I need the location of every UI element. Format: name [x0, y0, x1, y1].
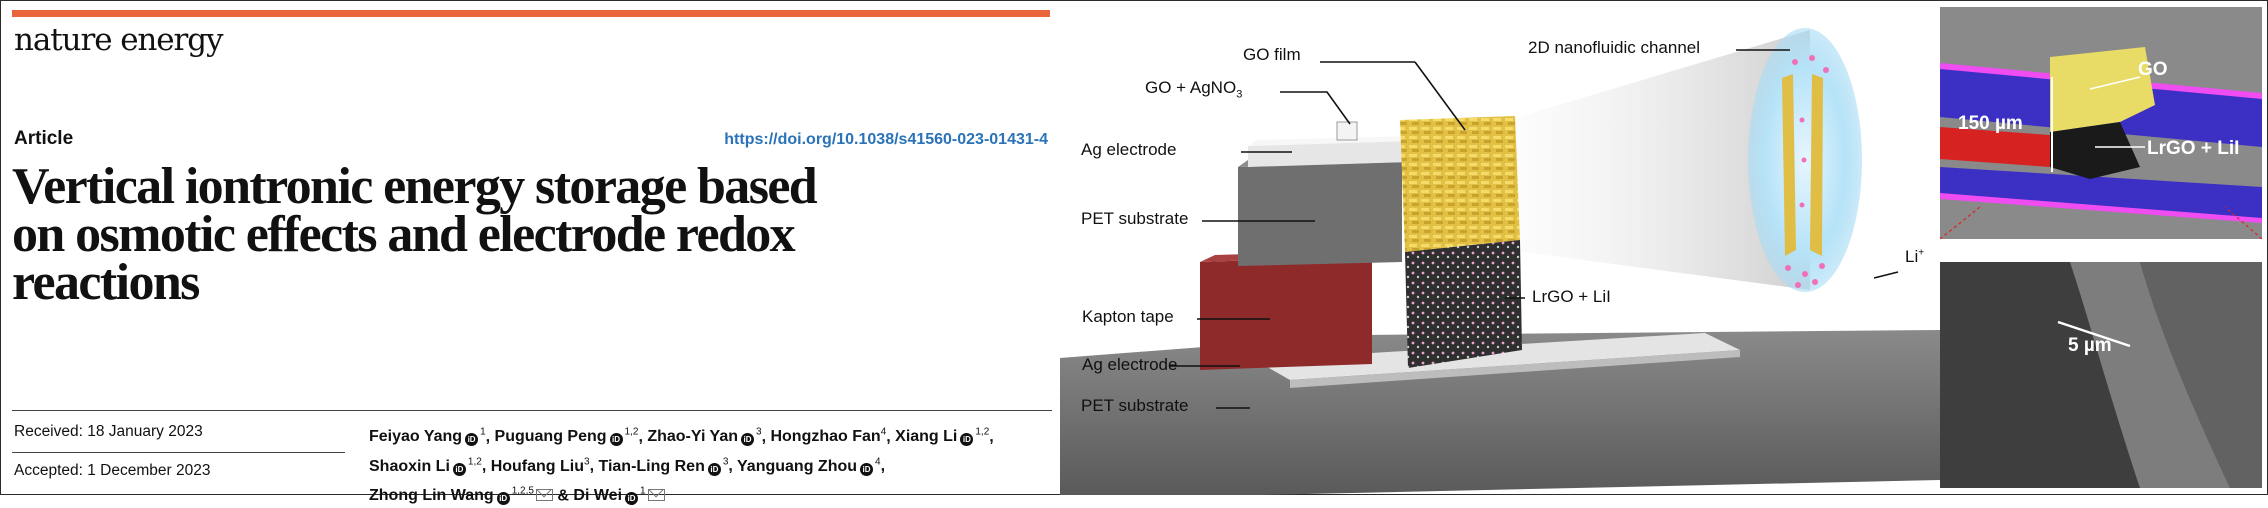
ag-electrode-top-plate: [1248, 141, 1412, 167]
sem-zoom-image: 5 µm: [1940, 262, 2262, 488]
journal-accent-bar: [12, 10, 1050, 17]
title-line: on osmotic effects and electrode redox: [12, 206, 796, 263]
label-kapton-tape: Kapton tape: [1082, 307, 1174, 326]
label-li-ion: Li+: [1905, 247, 1925, 266]
go-cross-section: [2050, 47, 2155, 132]
scale-bar: [2057, 320, 2131, 348]
go-agno3-droplet: [1336, 121, 1358, 141]
red-layer: [1940, 127, 2050, 167]
label-pet-substrate-top: PET substrate: [1081, 209, 1189, 228]
label-ag-electrode-bottom: Ag electrode: [1082, 355, 1178, 374]
author-name: Zhong Lin Wang: [369, 486, 494, 504]
ag-electrode-bottom-edge: [1290, 350, 1740, 388]
orcid-icon[interactable]: iD: [860, 462, 874, 476]
lrgo-lii-layer: [1405, 240, 1522, 368]
affiliation-number: 1,2: [975, 427, 990, 438]
sem-bottom-drawing: [1940, 262, 2262, 488]
affiliation-number: 1,2: [467, 456, 482, 468]
affiliation-number: 3: [722, 456, 729, 468]
author-name: Shaoxin Li: [369, 457, 450, 475]
sem-top-drawing: [1940, 7, 2262, 239]
author-name: Tian-Ling Ren: [598, 457, 705, 475]
orcid-icon[interactable]: iD: [496, 491, 510, 505]
orcid-icon[interactable]: iD: [452, 462, 466, 476]
label-go-agno3: GO + AgNO3: [1145, 78, 1243, 101]
orcid-icon[interactable]: iD: [960, 433, 974, 447]
divider: [12, 410, 1052, 411]
affiliation-number: 1: [480, 427, 486, 438]
device-schematic: GO film GO + AgNO3 Ag electrode PET subs…: [1060, 0, 1940, 495]
accepted-date: Accepted: 1 December 2023: [14, 462, 211, 479]
sem-label-lrgo: LrGO + LiI: [2147, 138, 2240, 159]
author-name: Puguang Peng: [494, 428, 607, 446]
author-name: Hongzhao Fan: [770, 428, 881, 446]
leader-lines: [1170, 49, 1899, 409]
kapton-tape-block: [1200, 256, 1372, 370]
author-name: Houfang Liu: [490, 457, 585, 475]
author-name: Yanguang Zhou: [737, 457, 858, 475]
affiliation-number: 3: [584, 456, 590, 468]
affiliation-number: 1,2: [624, 427, 639, 438]
lrgo-cross-section: [2050, 122, 2140, 179]
article-type: Article: [14, 128, 74, 149]
author-name: Xiang Li: [895, 428, 958, 446]
received-date: Received: 18 January 2023: [14, 423, 203, 440]
schematic-drawing: [1060, 28, 1940, 495]
affiliation-number: 3: [756, 427, 762, 438]
author[interactable]: Hongzhao Fan4: [770, 427, 887, 446]
sem-label-scale: 5 µm: [2068, 335, 2112, 356]
label-go-film: GO film: [1243, 45, 1301, 64]
label-lrgo-lii: LrGO + LiI: [1532, 287, 1611, 306]
go-film: [1400, 116, 1520, 252]
ag-electrode-bottom-plate: [1255, 333, 1740, 380]
doi-link[interactable]: https://doi.org/10.1038/s41560-023-01431…: [724, 131, 1048, 148]
affiliation-number: 1,2,5: [511, 485, 534, 497]
pet-substrate-block: [1238, 162, 1402, 266]
title-line: reactions: [12, 254, 200, 311]
sem-label-thickness: 150 µm: [1958, 113, 2023, 134]
orcid-icon[interactable]: iD: [741, 433, 755, 447]
li-ion-markers: [1785, 55, 1829, 288]
nanochannel-flakes: [1782, 74, 1823, 256]
orcid-icon[interactable]: iD: [465, 433, 479, 447]
title-line: Vertical iontronic energy storage based: [12, 158, 818, 215]
orcid-icon[interactable]: iD: [609, 433, 623, 447]
label-nanochannel: 2D nanofluidic channel: [1528, 38, 1701, 57]
sem-cross-section-image: GO 150 µm LrGO + LiI: [1940, 7, 2262, 239]
label-pet-substrate-bottom: PET substrate: [1081, 396, 1189, 415]
paper-title: Vertical iontronic energy storage based …: [12, 158, 1012, 311]
sem-label-go: GO: [2138, 59, 2168, 80]
ag-electrode-top-surface: [1248, 136, 1420, 146]
affiliation-number: 1: [640, 485, 646, 497]
orcid-icon[interactable]: iD: [707, 462, 721, 476]
author-name: Zhao-Yi Yan: [647, 428, 739, 446]
author-name: Feiyao Yang: [369, 428, 463, 446]
author-name: Di Wei: [573, 486, 623, 504]
zoom-beam: [1508, 30, 1810, 290]
magenta-edge-lower: [1940, 193, 2262, 223]
affiliation-number: 4: [875, 456, 881, 468]
journal-name: nature energy: [14, 22, 224, 58]
orcid-icon[interactable]: iD: [625, 491, 639, 505]
author[interactable]: Houfang Liu3: [490, 456, 590, 475]
divider: [12, 452, 345, 453]
affiliation-number: 4: [880, 427, 887, 438]
paper-header: nature energy Article https://doi.org/10…: [0, 0, 1055, 505]
label-ag-electrode-top: Ag electrode: [1081, 140, 1177, 159]
blue-layer-lower: [1940, 167, 2262, 222]
